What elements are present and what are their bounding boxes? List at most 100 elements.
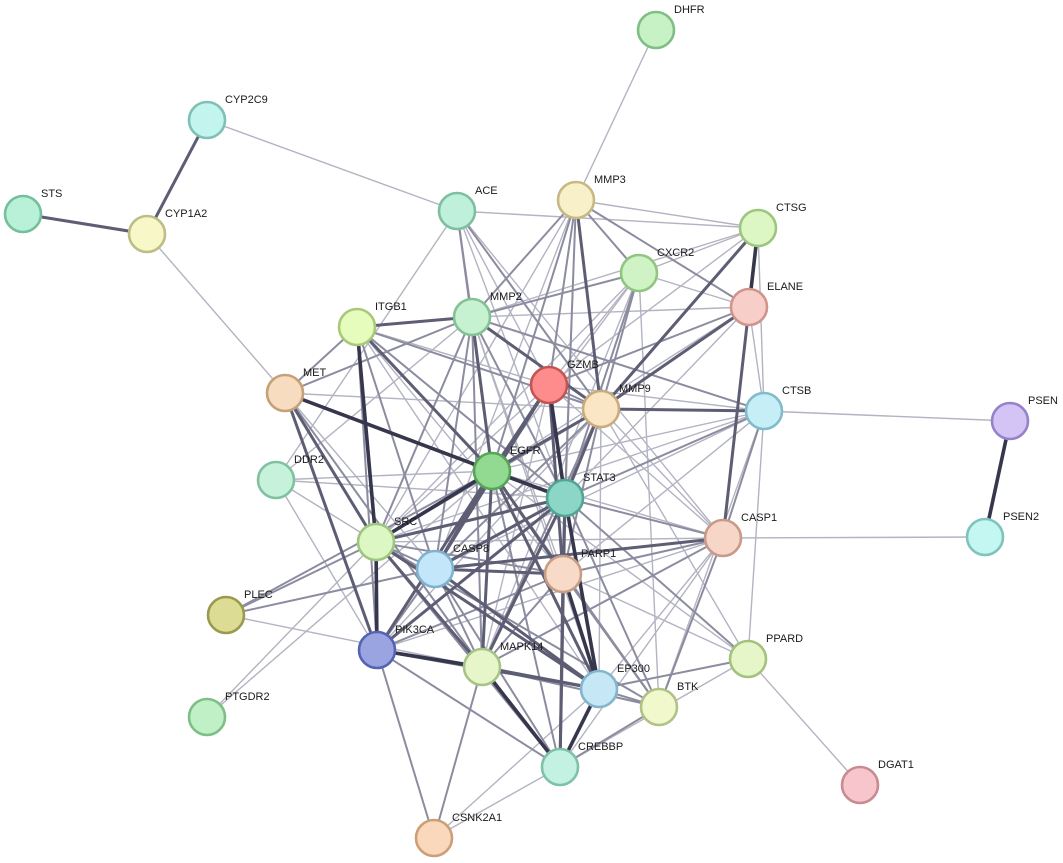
edge-met-egfr: [283, 391, 494, 473]
edge-ppard-dgat1: [747, 658, 861, 786]
node-cyp2c9[interactable]: [187, 100, 227, 140]
node-casp1[interactable]: [703, 518, 743, 558]
edge-mmp2-met: [284, 316, 473, 394]
edge-cxcr2-src: [375, 272, 640, 543]
node-cyp1a2[interactable]: [127, 214, 167, 254]
node-label-ace: ACE: [475, 185, 498, 197]
node-label-met: MET: [303, 367, 327, 379]
node-ddr2[interactable]: [256, 460, 296, 500]
edge-ctsb-parp1: [562, 410, 765, 575]
edge-ace-mmp9: [456, 210, 602, 410]
edge-elane-gzmb: [548, 306, 750, 386]
node-mmp3[interactable]: [556, 180, 596, 220]
node-sts[interactable]: [3, 194, 43, 234]
node-mapk14[interactable]: [462, 647, 502, 687]
node-label-casp1: CASP1: [741, 512, 777, 524]
edge-stat3-casp1: [564, 497, 724, 539]
edge-stat3-mapk14: [480, 496, 567, 669]
node-ppard[interactable]: [728, 639, 768, 679]
node-label-ppard: PPARD: [766, 633, 803, 645]
node-label-sts: STS: [41, 188, 62, 200]
node-dhfr[interactable]: [636, 10, 676, 50]
edge-elane-stat3: [564, 306, 750, 499]
edge-stat3-ep300: [563, 496, 601, 691]
edge-mmp9-egfr: [490, 407, 603, 473]
edge-mmp2-ctsb: [471, 316, 765, 412]
edge-cxcr2-gzmb: [548, 272, 640, 386]
edge-casp1-ep300: [598, 537, 724, 690]
edge-mapk14-crebbp: [480, 665, 562, 769]
node-ptgdr2[interactable]: [187, 697, 227, 737]
edge-mmp2-mmp9: [470, 315, 603, 411]
node-casp8[interactable]: [415, 549, 455, 589]
node-label-dhfr: DHFR: [674, 4, 705, 16]
edge-mapk14-csnk2a1: [433, 666, 483, 839]
node-elane[interactable]: [729, 287, 769, 327]
node-egfr[interactable]: [472, 451, 512, 491]
node-itgb1[interactable]: [337, 307, 377, 347]
edge-src-plec: [225, 541, 377, 616]
node-label-ctsb: CTSB: [782, 385, 811, 397]
edge-casp1-crebbp: [559, 537, 724, 768]
edge-egfr-ppard: [491, 470, 749, 660]
edge-itgb1-gzmb: [356, 326, 550, 386]
node-ace[interactable]: [437, 191, 477, 231]
node-stat3[interactable]: [545, 478, 585, 518]
edge-itgb1-casp8: [356, 326, 436, 570]
edge-itgb1-egfr: [355, 325, 494, 473]
node-crebbp[interactable]: [540, 747, 580, 787]
edge-stat3-casp8: [433, 496, 567, 571]
edge-mmp9-ep300: [598, 408, 602, 690]
edge-itgb1-stat3: [356, 326, 566, 499]
node-mmp2[interactable]: [452, 297, 492, 337]
edge-pik3ca-csnk2a1: [376, 649, 435, 839]
node-pik3ca[interactable]: [357, 630, 397, 670]
edge-ace-gzmb: [456, 210, 550, 386]
node-ctsg[interactable]: [738, 208, 778, 248]
node-ep300[interactable]: [579, 669, 619, 709]
edge-ctsb-btk: [658, 410, 765, 708]
node-ctsb[interactable]: [744, 391, 784, 431]
node-label-parp1: PARP1: [581, 548, 616, 560]
node-psen2[interactable]: [965, 517, 1005, 557]
node-label-cxcr2: CXCR2: [657, 247, 694, 259]
edge-psen-psen2: [983, 419, 1012, 539]
edge-parp1-btk: [562, 573, 660, 708]
node-parp1[interactable]: [543, 554, 583, 594]
node-met[interactable]: [265, 373, 305, 413]
node-label-gzmb: GZMB: [567, 359, 599, 371]
edge-casp1-casp8: [433, 536, 725, 571]
node-label-mapk14: MAPK14: [500, 641, 543, 653]
node-dgat1[interactable]: [840, 765, 880, 805]
node-gzmb[interactable]: [529, 365, 569, 405]
node-mmp9[interactable]: [581, 389, 621, 429]
edge-egfr-ddr2: [275, 470, 493, 481]
edge-gzmb-parp1: [547, 383, 565, 576]
edge-mmp9-ctsb: [599, 407, 766, 413]
node-psen[interactable]: [990, 401, 1030, 441]
edge-src-casp1: [375, 537, 724, 543]
edge-ppard-ctsb: [747, 410, 765, 660]
edge-cyp2c9-ace: [206, 119, 458, 212]
node-label-cyp1a2: CYP1A2: [165, 208, 207, 220]
edge-dhfr-mmp3: [575, 29, 657, 201]
edge-mapk14-ep300: [480, 665, 601, 691]
edge-ctsb-egfr: [491, 410, 765, 472]
node-csnk2a1[interactable]: [414, 818, 454, 858]
node-src[interactable]: [356, 522, 396, 562]
edge-pik3ca-crebbp: [376, 649, 561, 768]
edge-mmp3-mmp2: [471, 199, 577, 318]
edge-ptgdr2-egfr: [206, 470, 493, 718]
node-btk[interactable]: [639, 687, 679, 727]
node-label-btk: BTK: [677, 681, 699, 693]
node-cxcr2[interactable]: [619, 253, 659, 293]
node-plec[interactable]: [206, 595, 246, 635]
node-label-casp8: CASP8: [453, 543, 489, 555]
edge-mmp3-src: [375, 199, 577, 543]
edge-mmp9-ppard: [600, 408, 749, 660]
edge-mmp2-src: [375, 316, 473, 543]
edge-stat3-btk: [564, 497, 660, 708]
edge-ace-ddr2: [275, 210, 458, 481]
edge-casp8-plec: [225, 568, 436, 616]
